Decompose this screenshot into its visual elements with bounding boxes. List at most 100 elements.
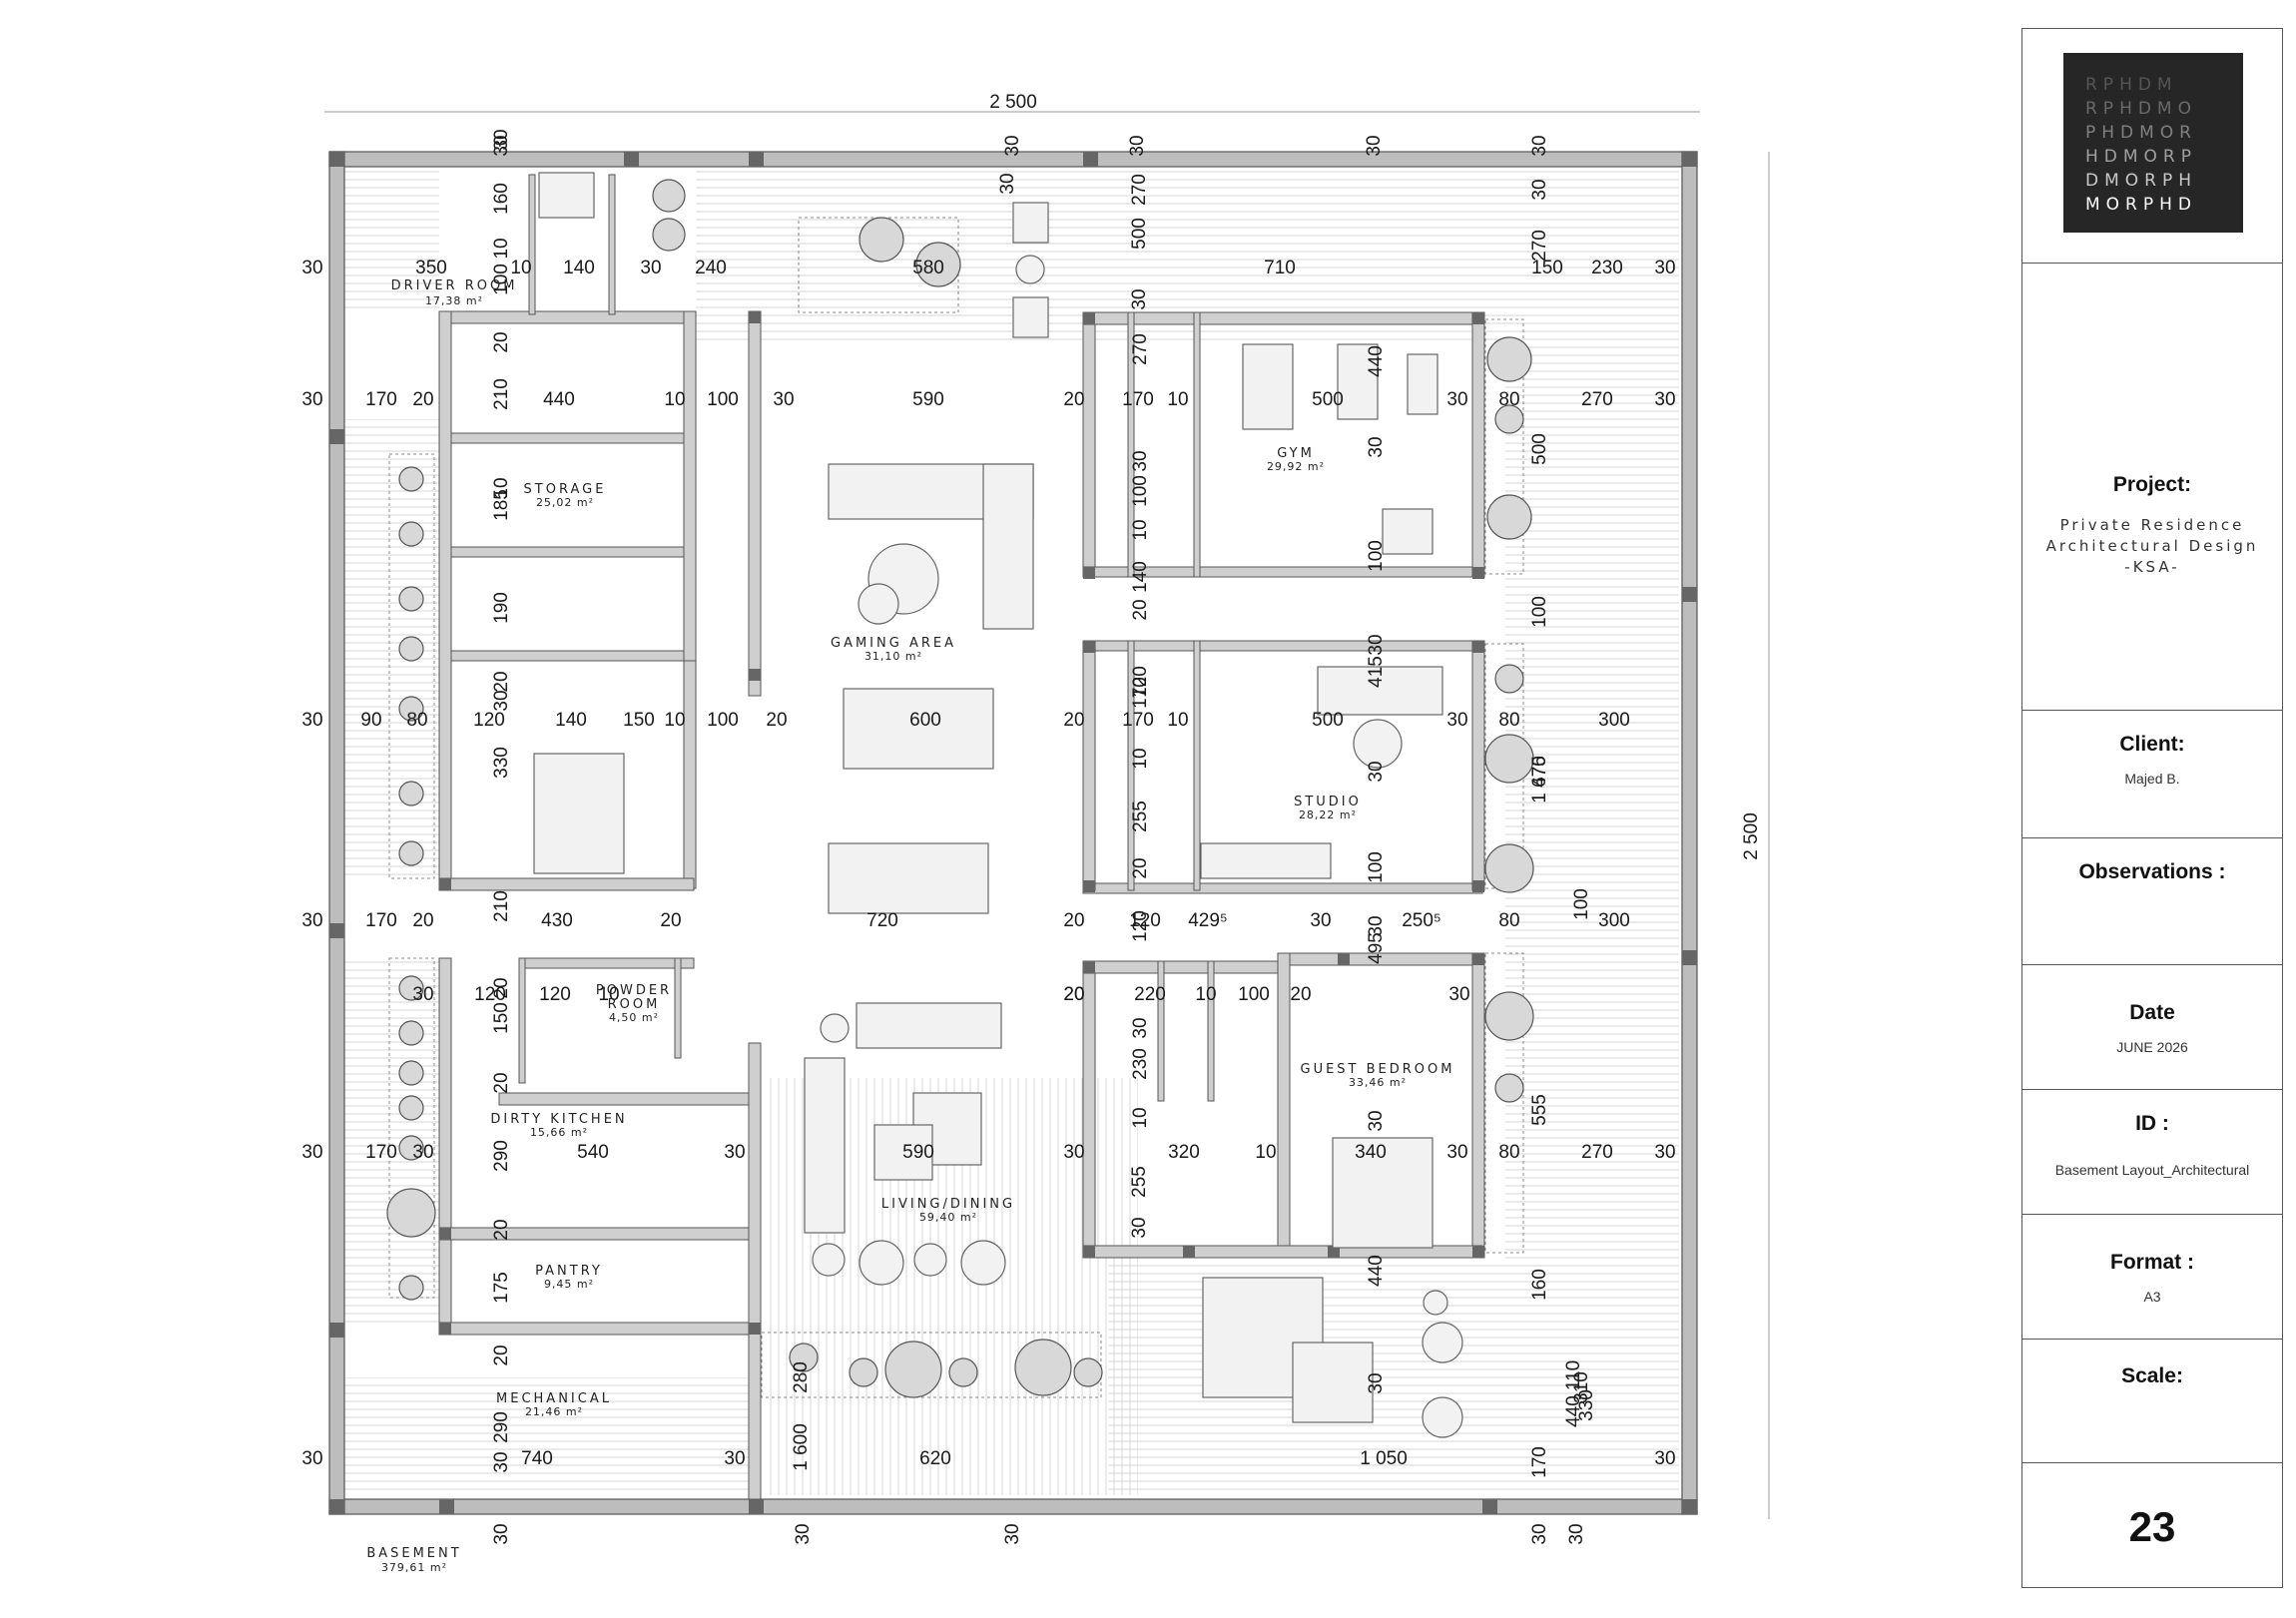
dimension-label: 30 — [301, 910, 322, 931]
room-area-living-dining: 59,40 m² — [919, 1211, 977, 1224]
project-line-3: -KSA- — [2124, 558, 2180, 576]
dimension-label-vertical: 440 — [1563, 1395, 1584, 1427]
dimension-label-vertical: 500 — [1529, 433, 1550, 465]
page-number: 23 — [2128, 1503, 2176, 1550]
dimension-label: 30 — [1364, 135, 1385, 156]
overall-dimensions — [324, 111, 1770, 1519]
title-block: RPHDM RPHDMO PHDMOR HDMORP DMORPH MORPHD… — [2021, 28, 2283, 1588]
dimension-label-vertical: 30 — [491, 690, 512, 711]
dimension-label: 20 — [1063, 984, 1084, 1005]
dimension-label: 10 — [1195, 984, 1216, 1005]
room-area-pantry: 9,45 m² — [544, 1278, 594, 1291]
dimension-label: 30 — [1127, 135, 1148, 156]
dimension-label: 230 — [1591, 258, 1623, 278]
dimension-label: 30 — [1654, 389, 1675, 410]
dimension-label-vertical: 1 600 — [791, 1423, 812, 1471]
dimension-label: 10 — [598, 984, 619, 1005]
id-label: ID : — [2135, 1112, 2169, 1135]
dimension-label-vertical: 30 — [1366, 634, 1387, 655]
logo-row-2: RPHDMO — [2085, 99, 2197, 119]
dimension-label-vertical: 495 — [1366, 932, 1387, 964]
dimension-label: 30 — [1063, 1142, 1084, 1163]
dimension-label: 30 — [1446, 389, 1467, 410]
dimension-label: 20 — [1063, 910, 1084, 931]
room-label-studio: STUDIO — [1294, 795, 1362, 809]
dimension-label: 350 — [415, 258, 447, 278]
dimension-label: 80 — [406, 710, 427, 731]
dimension-label: 30 — [1310, 910, 1331, 931]
dimension-label: 30 — [301, 258, 322, 278]
dimension-label-vertical: 210 — [491, 890, 512, 922]
dimension-label-vertical: 120 — [1130, 910, 1151, 942]
dimension-label-vertical: 100 — [491, 264, 512, 295]
room-label-storage: STORAGE — [524, 482, 607, 497]
dimension-label-vertical: 230 — [1130, 1048, 1151, 1080]
dimension-label: 20 — [1063, 389, 1084, 410]
dimension-label-vertical: 10 — [1130, 1107, 1151, 1128]
dimension-label: 170 — [365, 389, 397, 410]
interior-columns — [439, 311, 1484, 1335]
dimension-label: 30 — [491, 135, 512, 156]
format-label: Format : — [2110, 1251, 2194, 1274]
dimension-label: 300 — [1598, 710, 1630, 731]
dimension-label: 710 — [1264, 258, 1296, 278]
dimension-label-vertical: 280 — [791, 1361, 812, 1393]
overall-height-label: 2 500 — [1741, 812, 1762, 860]
room-label-driver-room: DRIVER ROOM — [391, 278, 518, 293]
dimension-label-vertical: 30 — [1529, 179, 1550, 200]
room-label-powder-room: POWDER — [596, 983, 672, 998]
page-number-cell: 23 — [2022, 1463, 2282, 1587]
dimension-label-vertical: 500 — [1129, 218, 1150, 250]
dimension-label: 10 — [1255, 1142, 1276, 1163]
scale-label: Scale: — [2121, 1364, 2183, 1387]
observations-cell: Observations : — [2022, 838, 2282, 965]
dimension-label-vertical: 210 — [491, 378, 512, 410]
dimension-label: 30 — [301, 710, 322, 731]
dimension-label: 1 050 — [1360, 1448, 1408, 1469]
dimension-label: 30 — [1002, 135, 1023, 156]
dimension-label-vertical: 30 — [1366, 915, 1387, 936]
scale-cell: Scale: — [2022, 1340, 2282, 1463]
dimension-label: 320 — [1168, 1142, 1200, 1163]
dimension-label: 590 — [912, 389, 944, 410]
dimension-label: 30 — [1448, 984, 1469, 1005]
dimension-label-vertical: 255 — [1129, 1166, 1150, 1198]
dimension-label: 80 — [1498, 1142, 1519, 1163]
dimension-label-vertical: 30 — [1366, 436, 1387, 457]
date-value: JUNE 2026 — [2116, 1039, 2188, 1055]
deck-areas — [344, 168, 1679, 1495]
dimension-label: 90 — [360, 710, 381, 731]
room-label-living-dining: LIVING/DINING — [881, 1197, 1015, 1212]
room-labels: DRIVER ROOM 17,38 m² STORAGE 25,02 m² GA… — [366, 278, 1451, 1574]
dimension-label-vertical: 100 — [1571, 888, 1592, 920]
dimension-label: 120 — [1129, 910, 1161, 931]
room-area-powder-room: 4,50 m² — [609, 1011, 659, 1024]
dimension-label: 30 — [1654, 258, 1675, 278]
dimension-label: 30 — [724, 1142, 745, 1163]
dimension-label-vertical: 20 — [491, 331, 512, 352]
room-area-studio: 28,22 m² — [1299, 809, 1357, 821]
dimension-label: 120 — [473, 710, 505, 731]
client-label: Client: — [2119, 733, 2185, 756]
dimension-label: 140 — [563, 258, 595, 278]
dimension-label: 30 — [1566, 1523, 1587, 1544]
observations-label: Observations : — [2078, 860, 2226, 883]
dimension-label: 80 — [1498, 710, 1519, 731]
dimension-label: 10 — [664, 389, 685, 410]
dimension-label: 170 — [365, 1142, 397, 1163]
dimension-label: 30 — [773, 389, 794, 410]
room-area-gaming-area: 31,10 m² — [864, 650, 922, 663]
format-value: A3 — [2143, 1289, 2161, 1305]
logo-row-4: HDMORP — [2085, 147, 2197, 167]
dimension-label-vertical: 30 — [1366, 1372, 1387, 1393]
dimension-label-vertical: 30 — [1366, 1110, 1387, 1131]
dimension-label-vertical: 30 — [491, 1451, 512, 1472]
dimension-label: 100 — [707, 710, 739, 731]
dimension-label-vertical: 30 — [491, 129, 512, 150]
room-label-mechanical: MECHANICAL — [496, 1391, 612, 1406]
basement-label: BASEMENT — [366, 1546, 461, 1561]
dimension-label-vertical: 150 — [491, 1002, 512, 1034]
dimension-label-vertical: 440 — [1366, 345, 1387, 377]
floor-plan: 2 500 2 500 — [301, 92, 1770, 1574]
